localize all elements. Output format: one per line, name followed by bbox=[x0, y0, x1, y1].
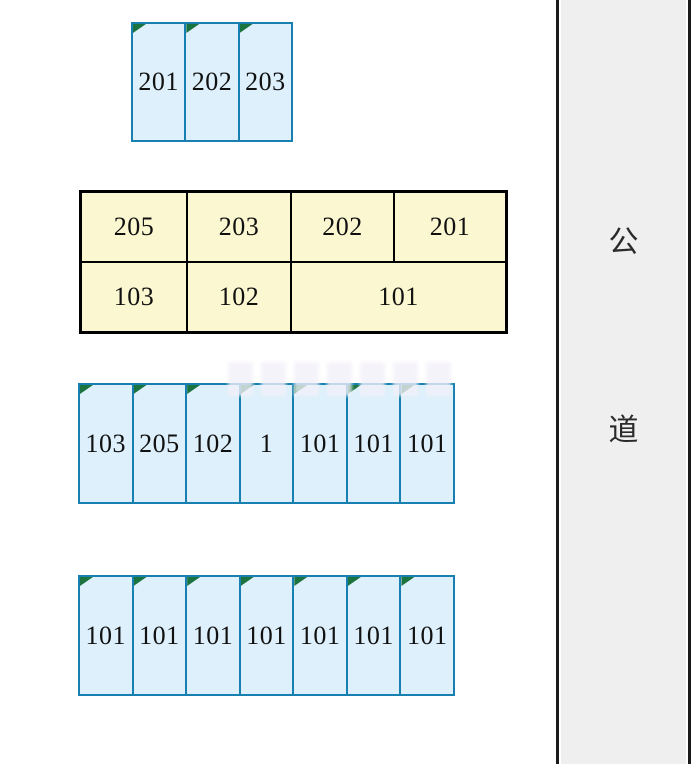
space-number: 202 bbox=[191, 67, 233, 96]
parking-space: 101 bbox=[294, 577, 346, 694]
unit-cell: 101 bbox=[292, 263, 505, 331]
unit-cell: 102 bbox=[188, 263, 290, 331]
space-number: 101 bbox=[139, 620, 180, 650]
unit-cell: 203 bbox=[188, 193, 290, 261]
corner-fold-icon bbox=[294, 577, 308, 586]
corner-fold-icon bbox=[240, 385, 254, 394]
corner-fold-icon bbox=[239, 24, 253, 33]
unit-cell: 202 bbox=[292, 193, 393, 261]
corner-fold-icon bbox=[133, 577, 147, 586]
space-number: 201 bbox=[138, 67, 179, 96]
parking-space: 205 bbox=[133, 385, 186, 502]
parking-space: 101 bbox=[80, 577, 132, 694]
parking-space: 202 bbox=[186, 24, 238, 140]
parking-row-upper: 201 202 203 bbox=[131, 22, 293, 142]
corner-fold-icon bbox=[186, 24, 200, 33]
corner-fold-icon bbox=[133, 385, 147, 394]
corner-fold-icon bbox=[401, 385, 415, 394]
space-number: 205 bbox=[139, 428, 180, 458]
space-number: 102 bbox=[192, 428, 234, 458]
unit-cell: 103 bbox=[82, 263, 186, 331]
parking-space: 101 bbox=[401, 385, 454, 502]
corner-fold-icon bbox=[80, 385, 93, 394]
parking-space: 1 bbox=[240, 385, 293, 502]
unit-cell: 205 bbox=[82, 193, 186, 261]
corner-fold-icon bbox=[187, 385, 201, 394]
space-number: 101 bbox=[299, 428, 341, 458]
parking-row-middle: 103 205 102 1 101 101 101 bbox=[78, 383, 455, 504]
corner-fold-icon bbox=[347, 577, 361, 586]
parking-space: 101 bbox=[240, 577, 293, 694]
corner-fold-icon bbox=[80, 577, 93, 586]
space-number: 203 bbox=[245, 67, 286, 96]
parking-space: 101 bbox=[347, 577, 400, 694]
road-label-dou: 道 bbox=[608, 414, 639, 447]
parking-space: 101 bbox=[187, 577, 239, 694]
corner-fold-icon bbox=[133, 24, 146, 33]
space-number: 101 bbox=[407, 620, 448, 650]
parking-space: 101 bbox=[294, 385, 346, 502]
parking-space: 101 bbox=[133, 577, 186, 694]
space-number: 101 bbox=[192, 620, 234, 650]
space-number: 101 bbox=[407, 428, 448, 458]
corner-fold-icon bbox=[187, 577, 201, 586]
parking-space: 102 bbox=[187, 385, 239, 502]
space-number: 103 bbox=[85, 428, 127, 458]
public-road: 公 道 bbox=[556, 0, 691, 764]
parking-row-lower: 101 101 101 101 101 101 101 bbox=[78, 575, 455, 696]
parking-space: 201 bbox=[133, 24, 185, 140]
space-number: 101 bbox=[246, 620, 287, 650]
building-table: 205 203 202 201 103 102 101 bbox=[79, 190, 508, 334]
parking-space: 103 bbox=[80, 385, 132, 502]
space-number: 1 bbox=[259, 428, 274, 458]
unit-cell: 201 bbox=[395, 193, 505, 261]
space-number: 101 bbox=[353, 620, 394, 650]
space-number: 101 bbox=[85, 620, 127, 650]
space-number: 101 bbox=[299, 620, 341, 650]
corner-fold-icon bbox=[240, 577, 254, 586]
corner-fold-icon bbox=[347, 385, 361, 394]
parking-space: 101 bbox=[347, 385, 400, 502]
space-number: 101 bbox=[353, 428, 394, 458]
road-label-kou: 公 bbox=[608, 226, 639, 259]
corner-fold-icon bbox=[401, 577, 415, 586]
parking-space: 203 bbox=[239, 24, 291, 140]
corner-fold-icon bbox=[294, 385, 308, 394]
parking-space: 101 bbox=[401, 577, 454, 694]
